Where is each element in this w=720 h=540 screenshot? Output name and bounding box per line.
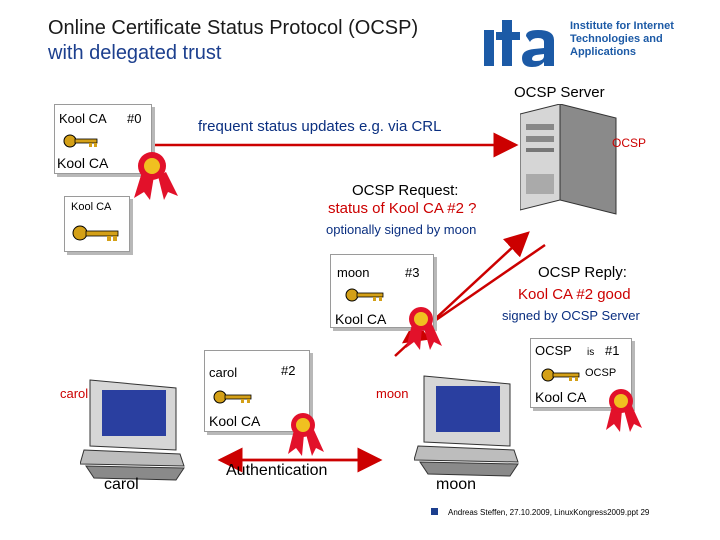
ocsp-cert-issuer: Kool CA [535, 389, 587, 405]
ocsp-server-label: OCSP Server [514, 84, 605, 101]
root-ca-certificate: Kool CA #0 Kool CA [54, 104, 152, 174]
carol-computer-icon [80, 379, 185, 481]
key-icon [213, 390, 252, 404]
trusted-ca-certificate: Kool CA [64, 196, 130, 252]
footer-bullet [431, 508, 438, 515]
root-cert-subject: Kool CA [59, 111, 107, 126]
title-line-1: Online Certificate Status Protocol (OCSP… [48, 17, 419, 39]
crl-arrow-label: frequent status updates e.g. via CRL [198, 118, 442, 135]
key-icon [72, 225, 119, 241]
ita-logo-mark [484, 20, 554, 67]
ocsp-request-note: optionally signed by moon [326, 222, 477, 237]
carol-cert-issuer: Kool CA [209, 413, 261, 429]
root-cert-seal-icon [134, 152, 178, 200]
moon-host-label: moon [436, 476, 477, 493]
carol-cert-seal-icon [288, 413, 324, 456]
title-line-2: with delegated trust [48, 42, 222, 64]
carol-screen-label: carol [60, 386, 89, 401]
ocsp-cert-seal-icon [606, 389, 642, 432]
ocsp-cert-serial: #1 [605, 343, 620, 358]
ocsp-cert-subject: OCSP [535, 343, 572, 358]
ocsp-request-line-2: status of Kool CA #2 ? [328, 200, 477, 217]
slide-title: Online Certificate Status Protocol (OCSP… [48, 16, 418, 66]
ocsp-reply-line-1: OCSP Reply: [538, 264, 627, 281]
key-icon [541, 368, 580, 382]
carol-host-label: carol [104, 476, 139, 493]
moon-screen-label: moon [376, 386, 409, 401]
key-icon [63, 134, 98, 148]
moon-cert-serial: #3 [405, 265, 420, 280]
moon-cert-subject: moon [337, 265, 370, 280]
moon-computer-icon [414, 375, 519, 477]
root-cert-serial: #0 [127, 111, 142, 126]
key-icon [345, 288, 384, 302]
ocsp-server-icon [520, 104, 617, 215]
logo-text: Institute for Internet Technologies and … [570, 20, 674, 58]
carol-cert-serial: #2 [281, 363, 296, 378]
authentication-label: Authentication [226, 462, 328, 479]
ocsp-server-screen-label: OCSP [612, 136, 647, 150]
trusted-cert-subject: Kool CA [71, 201, 112, 213]
moon-cert-seal-icon [406, 307, 442, 350]
ocsp-reply-line-2: Kool CA #2 good [518, 286, 631, 303]
carol-certificate: carol #2 Kool CA [204, 350, 310, 432]
ocsp-cert-extension: OCSP [585, 367, 617, 379]
carol-cert-subject: carol [209, 365, 238, 380]
moon-cert-issuer: Kool CA [335, 311, 387, 327]
footer-text: Andreas Steffen, 27.10.2009, LinuxKongre… [448, 508, 650, 517]
ocsp-reply-note: signed by OCSP Server [502, 308, 640, 323]
ocsp-cert-is-label: is [587, 347, 595, 358]
ocsp-request-line-1: OCSP Request: [352, 182, 459, 199]
root-cert-issuer: Kool CA [57, 155, 109, 171]
